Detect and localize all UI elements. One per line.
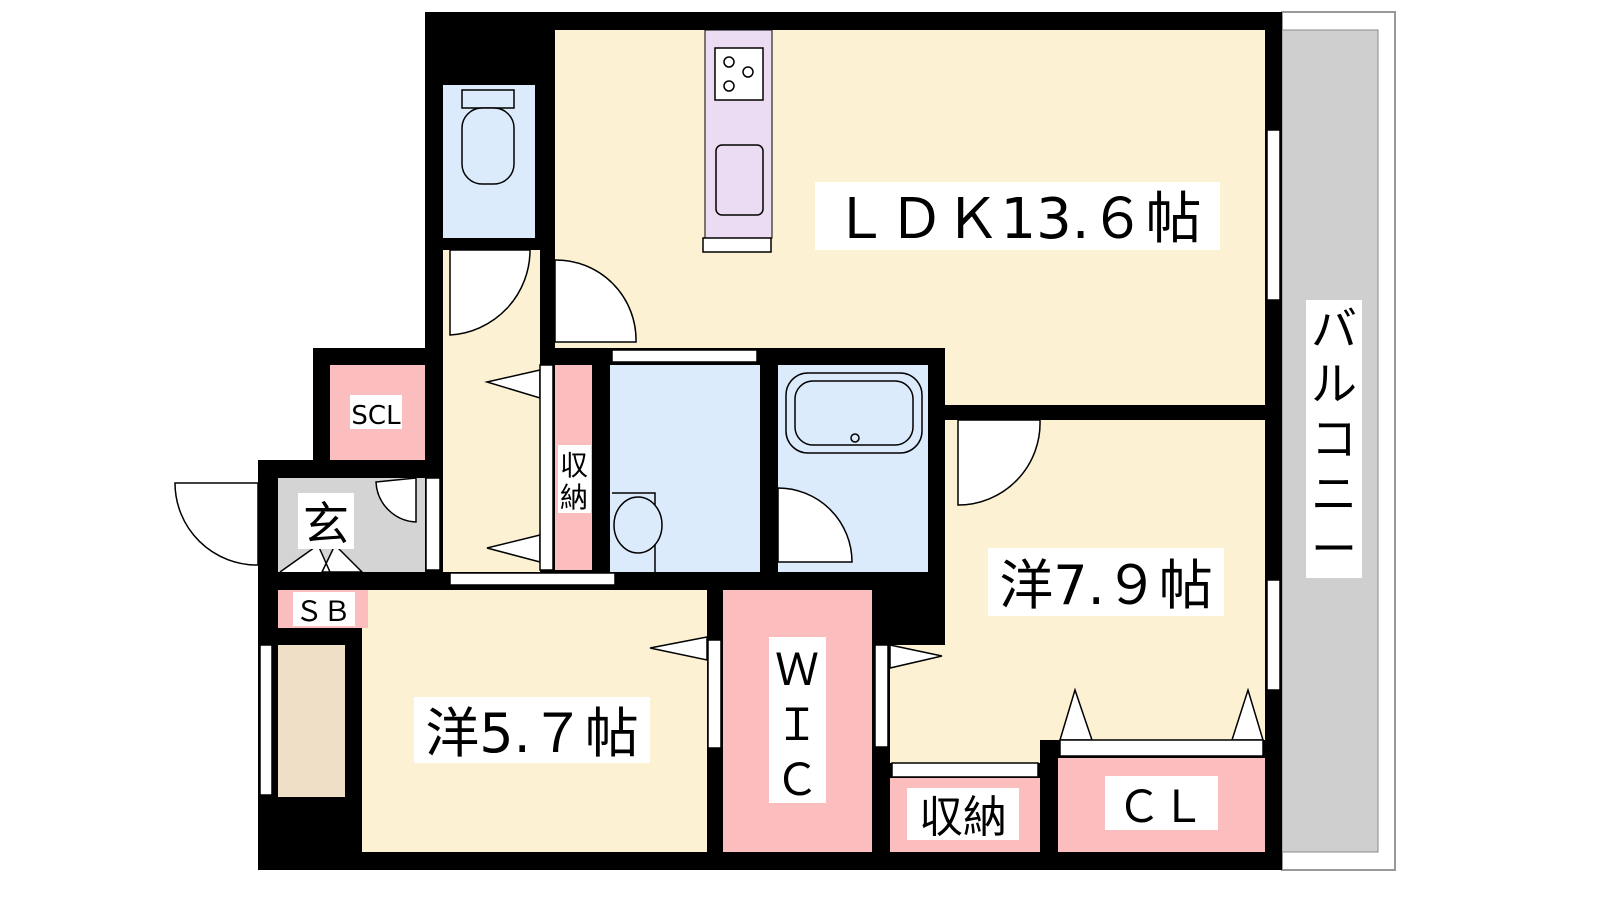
washbasin-icon xyxy=(612,492,663,572)
window-western79 xyxy=(1266,579,1281,691)
label-western-57: 洋5.７帖 xyxy=(425,702,639,765)
toilet-door[interactable] xyxy=(449,249,531,336)
label-balcony-2: ル xyxy=(1311,357,1357,411)
counter-edge xyxy=(702,237,772,253)
scl-door[interactable] xyxy=(375,477,417,523)
toilet-icon xyxy=(461,89,515,185)
closet-rail xyxy=(1059,739,1264,757)
storage-sliding[interactable] xyxy=(539,364,554,571)
wic-frame-right xyxy=(874,644,889,748)
entrance-door[interactable] xyxy=(174,482,259,566)
label-wic-3: Ｃ xyxy=(775,755,819,806)
label-ldk: ＬＤＫ13.６帖 xyxy=(832,187,1201,252)
label-storage-bottom: 収納 xyxy=(919,792,1007,843)
label-balcony-3: コ xyxy=(1311,412,1357,466)
label-storage-hall-1: 収 xyxy=(560,449,588,482)
porch xyxy=(278,645,345,797)
window-porch xyxy=(259,644,273,796)
wic-door-right[interactable] xyxy=(889,644,943,669)
storage-rail xyxy=(891,762,1039,778)
label-balcony-1: バ xyxy=(1311,302,1357,356)
genkan-step xyxy=(425,477,441,571)
wic-door-left[interactable] xyxy=(649,636,708,661)
room-ldk-ext xyxy=(945,348,1265,405)
sliding-door-washroom[interactable] xyxy=(449,572,616,586)
label-wic-2: Ｉ xyxy=(775,700,819,751)
sliding-door-wash[interactable] xyxy=(611,349,758,363)
window-ldk xyxy=(1266,129,1281,301)
room-western-79-ext xyxy=(890,645,1040,763)
label-balcony-5: ー xyxy=(1311,522,1357,576)
sink-icon xyxy=(715,144,764,216)
label-shoe-box: ＳＢ xyxy=(295,595,351,628)
ldk-door[interactable] xyxy=(554,259,637,343)
label-storage-hall-2: 納 xyxy=(560,481,588,514)
stove-icon xyxy=(714,47,764,101)
label-genkan: 玄 xyxy=(303,497,349,551)
label-western-79: 洋7.９帖 xyxy=(999,554,1213,617)
western79-door[interactable] xyxy=(957,419,1041,506)
bathtub-icon xyxy=(785,372,923,454)
wic-frame-left xyxy=(707,639,722,749)
label-scl: SCL xyxy=(351,401,401,431)
bath-door[interactable] xyxy=(777,487,853,563)
label-closet: ＣＬ xyxy=(1117,782,1205,833)
label-balcony-4: ニ xyxy=(1311,467,1357,521)
label-wic-1: Ｗ xyxy=(775,645,819,696)
